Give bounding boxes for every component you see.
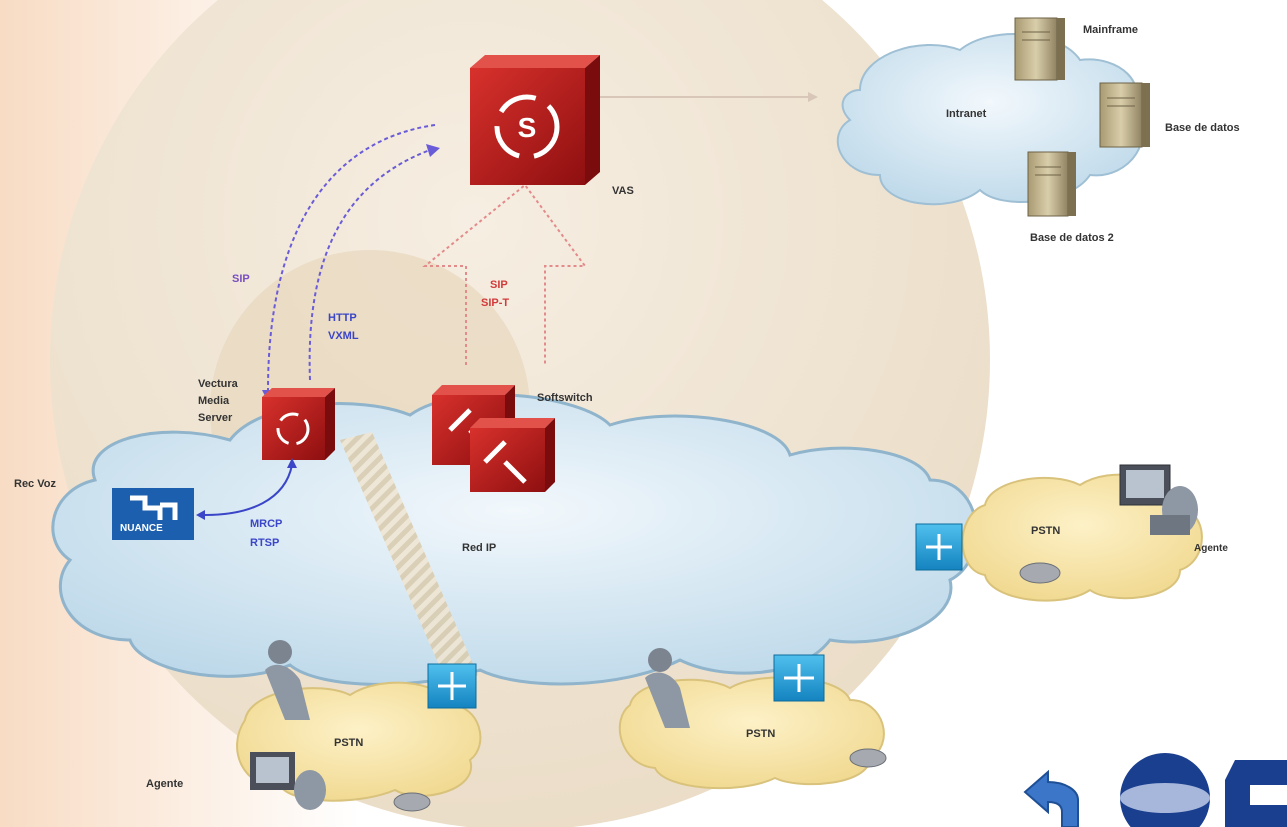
mainframe-label: Mainframe	[1083, 24, 1139, 36]
http-label: HTTP	[328, 312, 357, 324]
vas-server-icon: S	[470, 55, 600, 185]
svg-text:S: S	[518, 112, 537, 143]
person-bottom-left-icon	[265, 640, 310, 720]
pstn-right-label: PSTN	[1031, 525, 1061, 537]
softswitch-icon	[432, 385, 555, 492]
pstn-bottom-center-label: PSTN	[746, 728, 776, 740]
intranet-label: Intranet	[946, 108, 987, 120]
phone-right-icon	[1019, 562, 1061, 584]
mrcp-rtsp-arrow	[196, 458, 297, 520]
sip-center-label: SIP	[490, 279, 508, 291]
agente-bottom-label: Agente	[146, 778, 184, 790]
nuance-logo	[112, 488, 194, 540]
phone-bottom-center-icon	[849, 748, 887, 768]
sip-t-label: SIP-T	[481, 297, 510, 309]
http-vxml-curve	[308, 144, 440, 381]
vectura-media-server-icon	[262, 388, 335, 460]
intranet-cloud	[836, 33, 1144, 206]
mrcp-label: MRCP	[250, 518, 283, 530]
mainframe-server-icon	[1014, 17, 1065, 81]
ip-network-cloud	[51, 393, 978, 686]
agent-right-icon	[1119, 464, 1198, 535]
router-right-icon	[915, 523, 963, 571]
softswitch-label: Softswitch	[537, 392, 593, 404]
back-arrow-icon	[1023, 769, 1079, 827]
base-de-datos-2-label: Base de datos 2	[1030, 232, 1114, 244]
nuance-label: NUANCE	[120, 523, 163, 534]
vxml-label: VXML	[328, 330, 359, 342]
router-bottom-left-icon	[427, 663, 477, 709]
company-logo	[1120, 753, 1287, 827]
router-bottom-center-icon	[773, 654, 825, 702]
person-bottom-center-icon	[645, 648, 690, 728]
pstn-bottom-left-label: PSTN	[334, 737, 364, 749]
rtsp-label: RTSP	[250, 537, 280, 549]
vectura-media-server-label: Vectura Media Server	[198, 378, 238, 424]
database-server-icon	[1099, 82, 1150, 148]
red-ip-label: Red IP	[462, 542, 497, 554]
rec-voz-label: Rec Voz	[14, 478, 56, 490]
base-de-datos-label: Base de datos	[1165, 122, 1240, 134]
agent-bottom-left-icon	[250, 752, 326, 810]
database-2-server-icon	[1027, 151, 1076, 217]
media-path-beam	[340, 432, 480, 690]
vas-label: VAS	[612, 185, 634, 197]
sip-left-label: SIP	[232, 273, 250, 285]
sip-trunk-arrow	[422, 183, 587, 365]
vas-intranet-arrowhead	[808, 92, 818, 102]
agente-right-label: Agente	[1194, 543, 1228, 554]
phone-bottom-left-icon	[393, 792, 431, 812]
